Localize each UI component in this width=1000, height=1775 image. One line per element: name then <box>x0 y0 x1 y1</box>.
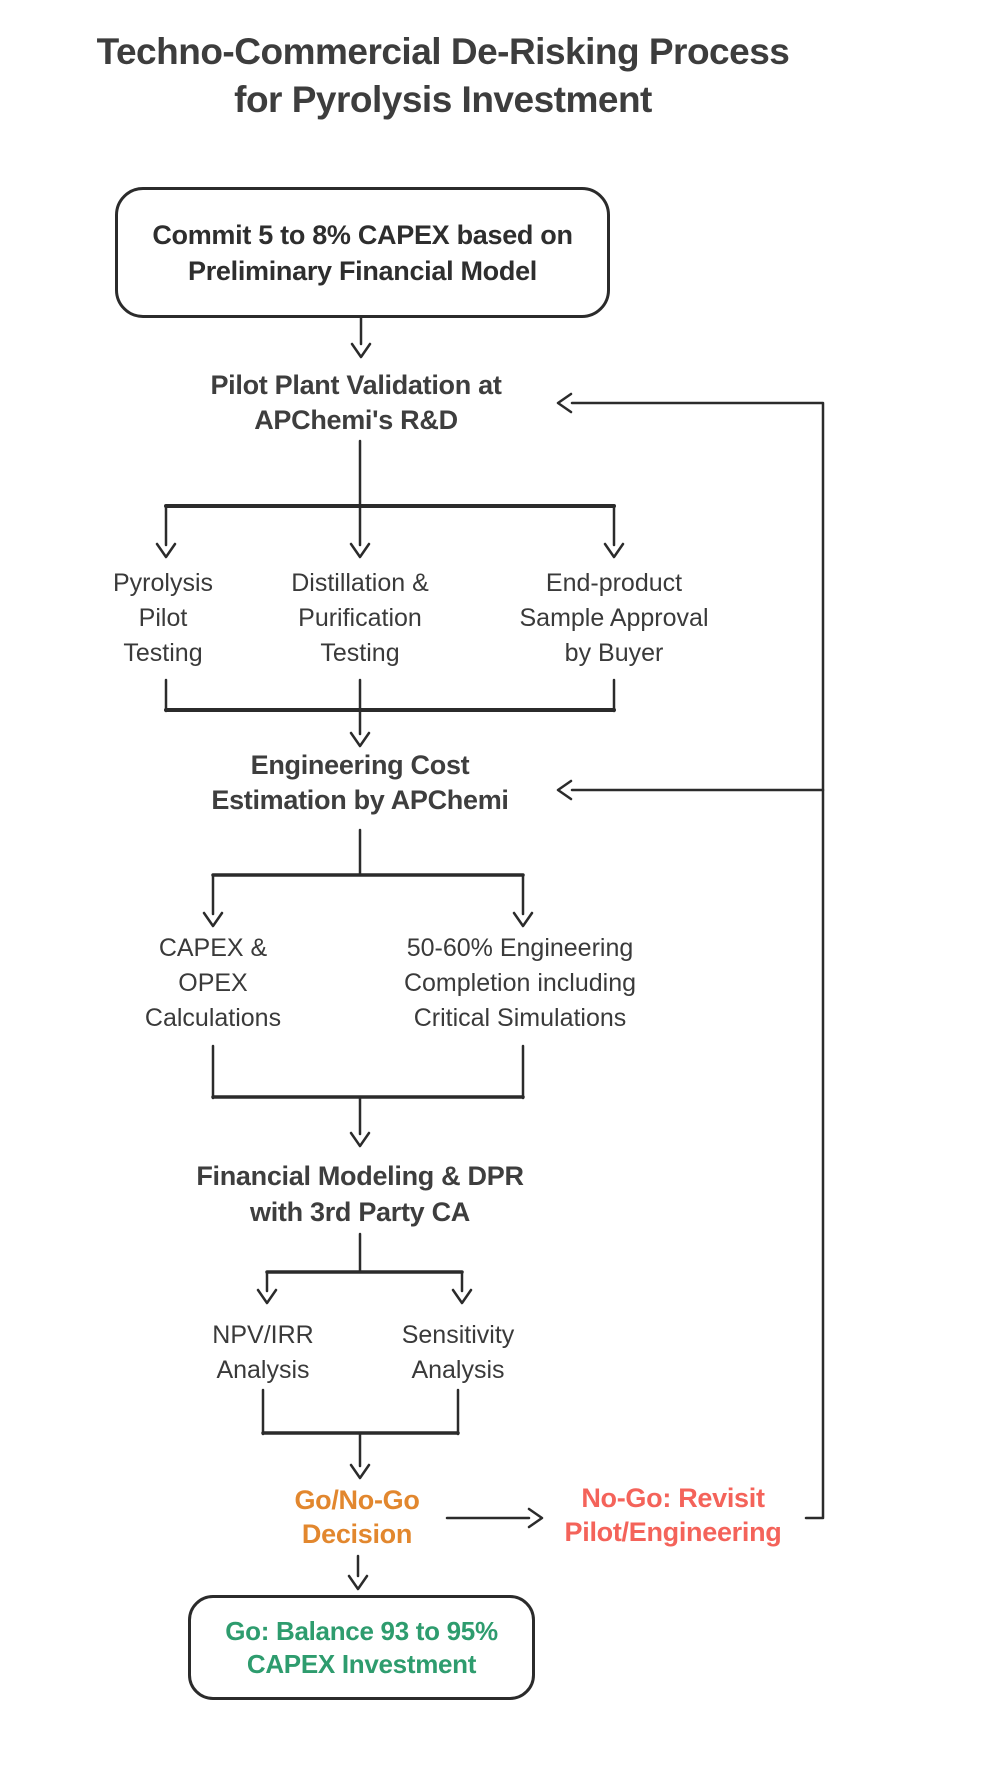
engineering-completion-line-2: Completion including <box>403 969 637 997</box>
sample-approval-line-1: End-product <box>545 569 683 597</box>
sensitivity-line-1: Sensitivity <box>401 1321 515 1349</box>
node-sample-approval-by-buyer: End-product Sample Approval by Buyer <box>519 566 708 671</box>
node-go-balance-capex: Go: Balance 93 to 95% CAPEX Investment <box>188 1595 535 1700</box>
engineering-cost-line-1: Engineering Cost <box>250 750 470 780</box>
go-balance-line-1: Go: Balance 93 to 95% <box>225 1615 498 1646</box>
node-no-go-revisit: No-Go: Revisit Pilot/Engineering <box>565 1481 782 1549</box>
commit-capex-line-2: Preliminary Financial Model <box>187 255 537 286</box>
go-balance-line-2: CAPEX Investment <box>246 1648 477 1679</box>
capex-opex-line-1: CAPEX & <box>158 934 268 962</box>
split-financial-modeling-to-analyses <box>256 1232 473 1305</box>
capex-opex-line-2: OPEX <box>178 969 248 997</box>
page-title-line-1: Techno-Commercial De-Risking Process <box>96 31 790 72</box>
pilot-validation-line-1: Pilot Plant Validation at <box>210 370 502 400</box>
npv-irr-line-2: Analysis <box>216 1356 310 1384</box>
converge-tests-to-engineering-cost <box>164 678 616 748</box>
node-pyrolysis-pilot-testing: Pyrolysis Pilot Testing <box>113 566 213 671</box>
engineering-cost-line-2: Estimation by APChemi <box>211 785 509 815</box>
node-go-no-go-decision: Go/No-Go Decision <box>294 1483 419 1551</box>
pyrolysis-line-2: Pilot <box>138 604 188 632</box>
pilot-validation-line-2: APChemi's R&D <box>254 405 458 435</box>
node-engineering-cost-estimation: Engineering Cost Estimation by APChemi <box>211 748 509 818</box>
no-go-line-1: No-Go: Revisit <box>581 1483 765 1513</box>
go-no-go-line-1: Go/No-Go <box>294 1485 420 1515</box>
npv-irr-line-1: NPV/IRR <box>212 1321 314 1349</box>
financial-modeling-line-1: Financial Modeling & DPR <box>196 1161 524 1191</box>
page-title-line-2: for Pyrolysis Investment <box>234 79 652 120</box>
feedback-rail-to-pilot-validation <box>556 392 825 1520</box>
arrow-decision-to-no-go <box>445 1507 544 1529</box>
sensitivity-line-2: Analysis <box>411 1356 505 1384</box>
split-pilot-validation-to-tests <box>155 439 625 559</box>
distillation-line-1: Distillation & <box>291 569 429 597</box>
commit-capex-line-1: Commit 5 to 8% CAPEX based on <box>152 219 573 250</box>
arrow-decision-to-go-box <box>347 1554 369 1591</box>
go-no-go-line-2: Decision <box>301 1519 413 1549</box>
pyrolysis-line-3: Testing <box>123 639 203 667</box>
node-financial-modeling-dpr: Financial Modeling & DPR with 3rd Party … <box>196 1158 524 1230</box>
split-engineering-cost-to-calcs <box>202 828 534 928</box>
capex-opex-line-3: Calculations <box>144 1004 282 1032</box>
no-go-line-2: Pilot/Engineering <box>564 1517 782 1547</box>
arrow-commit-to-pilot-validation <box>350 316 372 359</box>
pyrolysis-line-1: Pyrolysis <box>112 569 214 597</box>
distillation-line-2: Purification <box>298 604 422 632</box>
node-commit-capex: Commit 5 to 8% CAPEX based on Preliminar… <box>115 187 610 318</box>
engineering-completion-line-3: Critical Simulations <box>413 1004 627 1032</box>
node-engineering-completion: 50-60% Engineering Completion including … <box>404 931 636 1036</box>
node-pilot-plant-validation: Pilot Plant Validation at APChemi's R&D <box>210 368 501 438</box>
node-distillation-purification-testing: Distillation & Purification Testing <box>291 566 429 671</box>
node-capex-opex-calculations: CAPEX & OPEX Calculations <box>145 931 281 1036</box>
distillation-line-3: Testing <box>320 639 400 667</box>
sample-approval-line-2: Sample Approval <box>519 604 709 632</box>
page-title: Techno-Commercial De-Risking Process for… <box>97 28 790 124</box>
converge-analyses-to-decision <box>261 1388 460 1480</box>
converge-calcs-to-financial-modeling <box>211 1044 525 1148</box>
financial-modeling-line-2: with 3rd Party CA <box>250 1197 470 1227</box>
node-sensitivity-analysis: Sensitivity Analysis <box>402 1318 515 1388</box>
sample-approval-line-3: by Buyer <box>564 639 664 667</box>
engineering-completion-line-1: 50-60% Engineering <box>406 934 634 962</box>
node-npv-irr-analysis: NPV/IRR Analysis <box>212 1318 313 1388</box>
feedback-branch-to-engineering-cost <box>556 779 825 801</box>
